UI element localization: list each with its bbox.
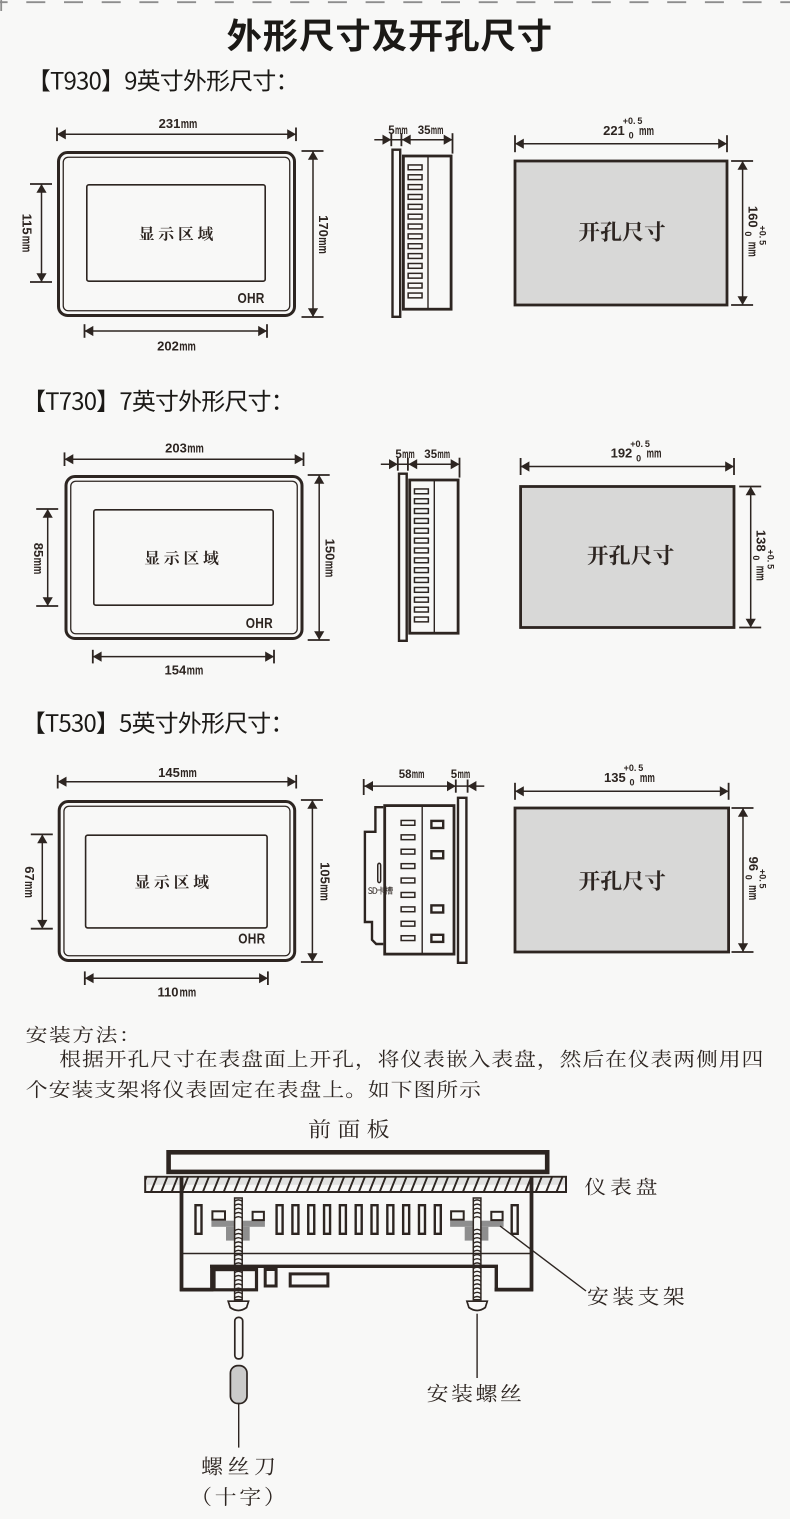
- svg-text:203: 203: [165, 441, 187, 456]
- svg-text:mm: mm: [395, 125, 408, 138]
- svg-text:145: 145: [158, 765, 180, 780]
- svg-text:+0. 5: +0. 5: [623, 116, 643, 126]
- svg-text:5: 5: [388, 125, 395, 137]
- svg-text:58: 58: [399, 769, 412, 781]
- svg-text:mm: mm: [179, 340, 196, 354]
- svg-text:170: 170: [316, 215, 331, 237]
- svg-text:160: 160: [746, 206, 761, 228]
- svg-text:154: 154: [165, 663, 187, 678]
- svg-text:0: 0: [636, 453, 641, 463]
- svg-text:mm: mm: [187, 442, 204, 456]
- svg-text:OHR: OHR: [237, 290, 264, 306]
- svg-text:0: 0: [629, 778, 634, 788]
- svg-text:150: 150: [322, 539, 337, 561]
- svg-text:mm: mm: [412, 768, 425, 781]
- svg-text:85: 85: [31, 543, 46, 557]
- svg-text:202: 202: [157, 339, 179, 354]
- svg-text:110: 110: [157, 985, 178, 1000]
- svg-text:mm: mm: [322, 561, 336, 578]
- svg-text:mm: mm: [317, 884, 331, 901]
- svg-text:+0. 5: +0. 5: [758, 869, 768, 889]
- svg-text:0: 0: [743, 231, 753, 236]
- svg-text:67: 67: [22, 866, 37, 880]
- svg-text:mm: mm: [31, 558, 45, 575]
- svg-text:mm: mm: [180, 767, 197, 781]
- svg-text:0: 0: [751, 555, 761, 560]
- svg-text:96: 96: [746, 856, 761, 870]
- svg-text:mm: mm: [640, 771, 655, 785]
- svg-text:mm: mm: [437, 448, 450, 461]
- svg-text:0: 0: [743, 875, 753, 880]
- svg-text:OHR: OHR: [246, 615, 273, 631]
- svg-text:mm: mm: [458, 768, 471, 781]
- svg-text:mm: mm: [181, 118, 198, 132]
- svg-text:mm: mm: [180, 986, 197, 1000]
- svg-text:+0. 5: +0. 5: [758, 226, 768, 246]
- svg-text:mm: mm: [745, 242, 759, 257]
- svg-text:+0. 5: +0. 5: [624, 763, 644, 773]
- svg-text:+0. 5: +0. 5: [766, 550, 776, 570]
- svg-text:mm: mm: [431, 125, 444, 138]
- svg-text:5: 5: [451, 769, 458, 781]
- svg-text:+0. 5: +0. 5: [630, 439, 650, 449]
- svg-text:135: 135: [604, 770, 626, 785]
- svg-text:35: 35: [424, 449, 437, 461]
- svg-text:0: 0: [629, 130, 634, 140]
- svg-text:mm: mm: [646, 447, 661, 461]
- svg-text:mm: mm: [402, 448, 415, 461]
- svg-text:231: 231: [159, 116, 181, 131]
- svg-text:35: 35: [418, 125, 431, 137]
- svg-text:mm: mm: [639, 124, 654, 138]
- svg-text:OHR: OHR: [238, 931, 265, 947]
- svg-text:221: 221: [603, 123, 625, 138]
- svg-text:115: 115: [19, 214, 34, 235]
- svg-text:mm: mm: [745, 885, 759, 900]
- svg-text:138: 138: [754, 530, 769, 552]
- svg-text:mm: mm: [753, 566, 767, 581]
- svg-text:mm: mm: [19, 236, 33, 253]
- svg-text:mm: mm: [315, 237, 329, 254]
- svg-text:105: 105: [317, 862, 332, 884]
- svg-text:5: 5: [395, 449, 402, 461]
- svg-text:mm: mm: [187, 664, 204, 678]
- svg-text:192: 192: [611, 446, 633, 461]
- svg-text:mm: mm: [22, 881, 36, 898]
